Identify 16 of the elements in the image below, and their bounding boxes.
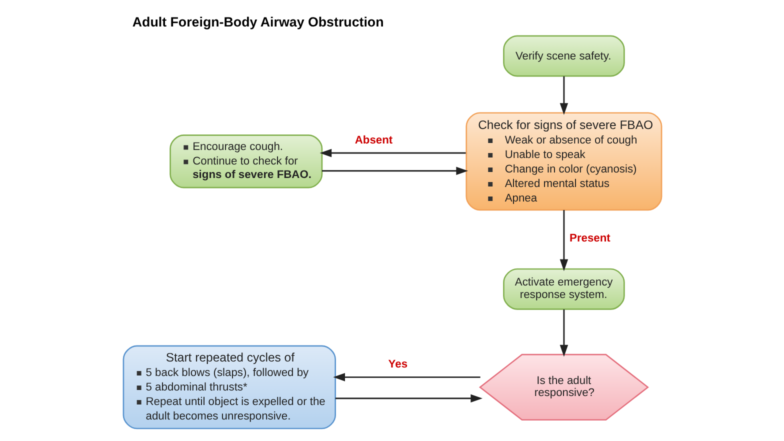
edge-label: Yes: [388, 358, 408, 371]
arrow: [332, 373, 480, 382]
arrow: [559, 210, 568, 272]
edge-label: Present: [569, 232, 610, 245]
edge-label: Absent: [354, 134, 392, 147]
arrow: [334, 394, 482, 403]
node-box: Check for signs of severe FBAO Weak or absence of cough Unable to speak Change in color (cyanosis) Altered mental status Apnea: [465, 112, 662, 211]
arrow: [319, 148, 466, 158]
node-box: Activate emergency response system.: [502, 268, 624, 310]
node-box: Encourage cough. Continue to check for signs of severe FBAO.: [169, 134, 322, 188]
arrow: [321, 166, 468, 176]
arrow: [559, 76, 568, 115]
diagram-title: Adult Foreign-Body Airway Obstruction: [132, 14, 384, 30]
arrow: [559, 309, 568, 357]
node-box: Verify scene safety.: [502, 35, 624, 77]
node-box: Start repeated cycles of 5 back blows (slaps), followed by 5 abdominal thrusts* Repeat until object is expelled or the adult becomes unresponsive.: [122, 345, 336, 430]
